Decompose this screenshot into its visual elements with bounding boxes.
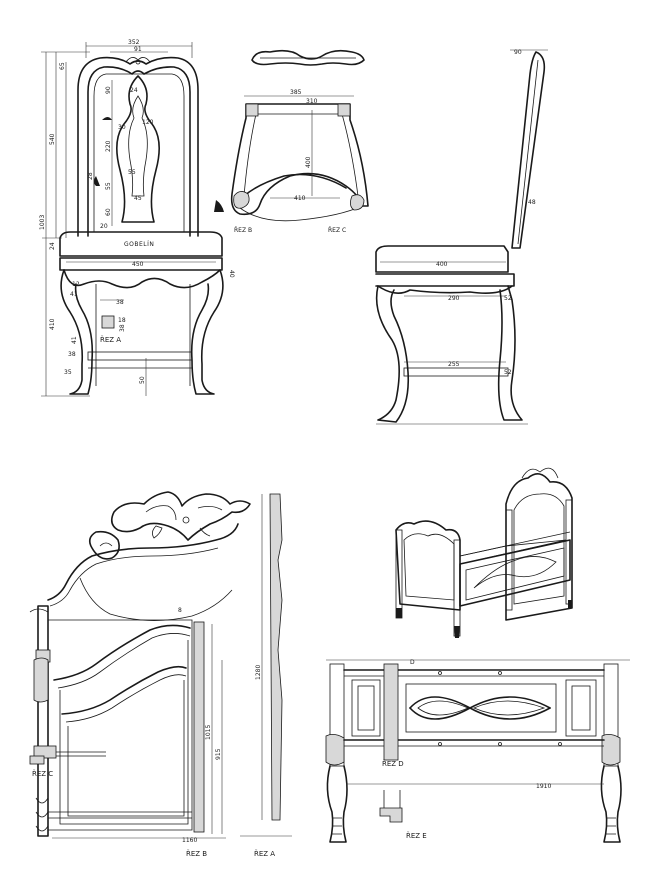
section-e-label: ŘEZ E	[406, 831, 427, 840]
chair-front-view: 1003 540 24 410 65 352 91 90 220 55 60 2…	[39, 39, 235, 397]
svg-text:55: 55	[128, 169, 136, 176]
svg-text:55: 55	[105, 182, 112, 190]
dim-seat-rail: 24	[49, 242, 56, 250]
svg-text:38: 38	[68, 351, 76, 358]
svg-text:90: 90	[105, 86, 112, 94]
svg-text:60: 60	[105, 208, 112, 216]
svg-text:915: 915	[215, 748, 222, 760]
dim-seat-height: 410	[49, 318, 56, 330]
svg-text:35: 35	[64, 369, 72, 376]
chair-frame-top-view: 385 310 400 410 ŘEZ B ŘEZ C	[230, 89, 369, 234]
svg-text:1910: 1910	[536, 783, 551, 790]
svg-text:50: 50	[139, 376, 146, 384]
svg-text:450: 450	[132, 261, 144, 268]
svg-text:38: 38	[119, 324, 126, 332]
svg-text:1015: 1015	[205, 725, 212, 740]
svg-text:8: 8	[178, 607, 182, 614]
dim-back-height: 540	[49, 133, 56, 145]
svg-text:41: 41	[70, 291, 78, 298]
svg-text:220: 220	[105, 140, 112, 152]
svg-text:24: 24	[130, 87, 138, 94]
svg-text:D: D	[410, 659, 415, 666]
svg-text:310: 310	[306, 98, 318, 105]
svg-text:410: 410	[294, 195, 306, 202]
svg-text:30: 30	[118, 124, 126, 131]
section-a-bed-label: ŘEZ A	[254, 849, 275, 858]
svg-text:38: 38	[116, 299, 124, 306]
svg-text:400: 400	[305, 156, 312, 168]
dim-top-inner: 91	[134, 46, 142, 53]
svg-text:400: 400	[436, 261, 448, 268]
dim-crest: 65	[59, 62, 66, 70]
svg-text:52: 52	[504, 295, 512, 302]
svg-text:28: 28	[87, 172, 94, 180]
svg-text:385: 385	[290, 89, 302, 96]
bed-side-elevation: D ŘEZ D 1910	[325, 659, 630, 843]
section-b-chair-label: ŘEZ B	[234, 226, 252, 234]
svg-text:41: 41	[71, 336, 78, 344]
upholstery-label: GOBELÍN	[124, 241, 154, 248]
dim-top-width: 352	[128, 39, 140, 46]
svg-text:52: 52	[504, 369, 512, 376]
svg-text:1280: 1280	[255, 665, 262, 680]
section-b-bed-label: ŘEZ B	[186, 849, 207, 858]
svg-text:1160: 1160	[182, 837, 197, 844]
svg-text:48: 48	[528, 199, 536, 206]
svg-text:12: 12	[72, 281, 80, 288]
section-c-chair-label: ŘEZ C	[328, 226, 346, 234]
svg-text:290: 290	[448, 295, 460, 302]
section-d-label: ŘEZ D	[382, 759, 404, 768]
section-a-label: ŘEZ A	[100, 335, 121, 344]
svg-text:18: 18	[118, 317, 126, 324]
bed-headboard-elevation: ŘEZ C 1015 915 8 1160 ŘEZ B 1280 ŘEZ A	[29, 491, 292, 858]
bed-perspective-view	[395, 467, 573, 638]
svg-text:20: 20	[100, 223, 108, 230]
svg-text:40: 40	[228, 270, 235, 278]
chair-crest-top-view	[251, 49, 365, 66]
svg-text:255: 255	[448, 361, 460, 368]
section-c-bed-label: ŘEZ C	[32, 769, 53, 778]
chair-side-view: 90 48 400 290 52 255 52	[375, 49, 548, 425]
svg-text:120: 120	[142, 119, 154, 126]
dim-total-height: 1003	[39, 215, 46, 230]
svg-text:90: 90	[514, 49, 522, 56]
svg-text:45: 45	[134, 195, 142, 202]
